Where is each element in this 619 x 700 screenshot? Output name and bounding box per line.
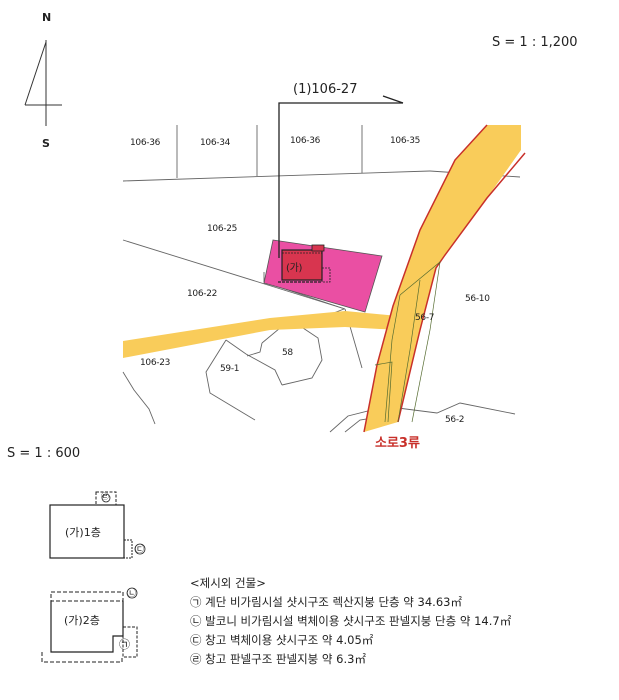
north-arrow-icon: [24, 40, 62, 126]
parcel-label: 56-10: [465, 294, 490, 304]
compass-north: N: [42, 11, 52, 24]
legend-mark: ㉣: [190, 652, 202, 666]
floorplan-2f-label: (가)2층: [64, 614, 100, 627]
parcel-label: 106-35: [390, 136, 421, 146]
road-label: 소로3류: [375, 436, 420, 451]
building-mark: (가): [286, 263, 303, 274]
subject-parcel-label: (1)106-27: [293, 82, 358, 97]
legend-text: 계단 비가림시설 샷시구조 렉산지붕 단층 약 34.63㎡: [205, 595, 462, 609]
parcel-label: 106-34: [200, 138, 231, 148]
parcel-label: 56-7: [415, 313, 435, 323]
legend-item: ㉣ 창고 판넬구조 판넬지붕 약 6.3㎡: [190, 650, 511, 669]
legend-mark: ㉡: [190, 614, 202, 628]
parcel-label: 106-22: [187, 289, 218, 299]
mark-a: ㉠: [119, 638, 130, 651]
parcel-label: 58: [282, 348, 293, 358]
road-horizontal: [123, 311, 398, 358]
legend-text: 발코니 비가림시설 벽체이용 샷시구조 판넬지붕 단층 약 14.7㎡: [205, 614, 512, 628]
floorplan-2f: [41, 587, 138, 663]
map-scale: S = 1 : 1,200: [492, 35, 578, 50]
legend-item: ㉡ 발코니 비가림시설 벽체이용 샷시구조 판넬지붕 단층 약 14.7㎡: [190, 612, 511, 631]
floorplan-1f: [49, 491, 146, 559]
legend-text: 창고 판넬구조 판넬지붕 약 6.3㎡: [205, 652, 366, 666]
parcel-label: 56-2: [445, 415, 465, 425]
parcel-label: 106-23: [140, 358, 171, 368]
parcel-label: 106-36: [290, 136, 321, 146]
legend-mark: ㉠: [190, 595, 202, 609]
leader-line: [278, 102, 403, 258]
legend-mark: ㉢: [190, 633, 202, 647]
legend: <제시외 건물> ㉠ 계단 비가림시설 샷시구조 렉산지붕 단층 약 34.63…: [190, 574, 511, 669]
mark-b: ㉡: [127, 589, 137, 599]
legend-title: <제시외 건물>: [190, 576, 266, 590]
floorplan-scale: S = 1 : 600: [7, 446, 81, 461]
mark-d: ㉣: [101, 492, 109, 501]
legend-item: ㉢ 창고 벽체이용 샷시구조 약 4.05㎡: [190, 631, 511, 650]
compass-south: S: [42, 137, 50, 150]
legend-item: ㉠ 계단 비가림시설 샷시구조 렉산지붕 단층 약 34.63㎡: [190, 593, 511, 612]
legend-text: 창고 벽체이용 샷시구조 약 4.05㎡: [205, 633, 374, 647]
floorplan-1f-label: (가)1층: [65, 526, 101, 539]
mark-c: ㉢: [135, 545, 145, 555]
parcel-label: 59-1: [220, 364, 240, 374]
building-ga-map: [278, 244, 331, 283]
parcel-label: 106-36: [130, 138, 161, 148]
road-diagonal: [363, 124, 526, 433]
parcel-label: 106-25: [207, 224, 238, 234]
